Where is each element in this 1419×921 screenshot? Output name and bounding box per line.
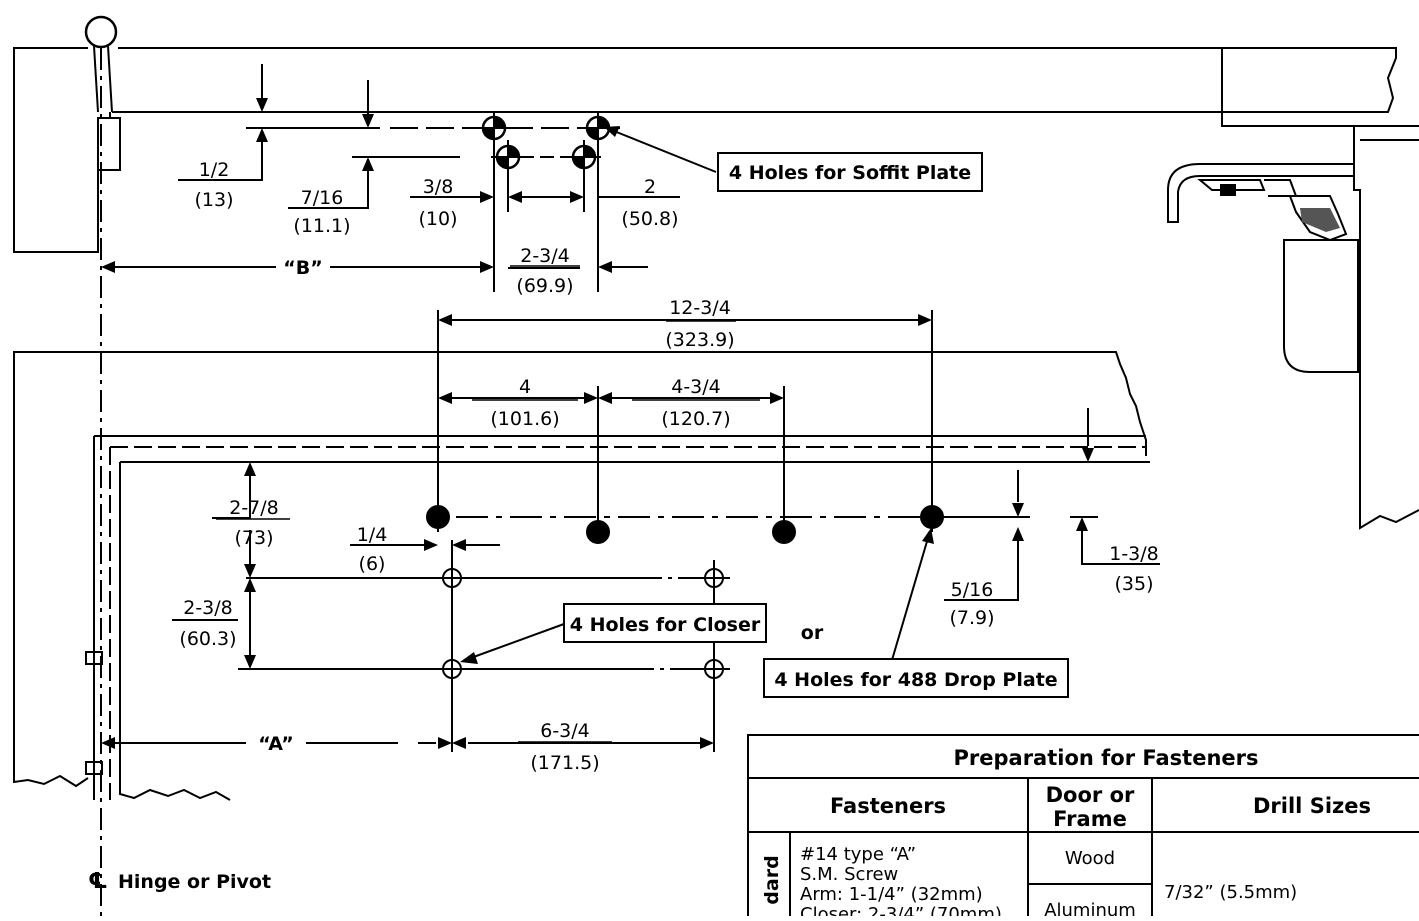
dim-1-4-top: 1/4: [357, 524, 388, 546]
cell-fastener-line4: Closer: 2-3/4” (70mm): [800, 904, 1002, 916]
header-door-frame-1: Door or: [1046, 783, 1135, 807]
dim-6-3-4-top: 6-3/4: [540, 720, 590, 742]
dim-2-3-8-top: 2-3/8: [183, 597, 233, 619]
dim-5-16: 5/16 (7.9): [949, 579, 994, 629]
soffit-frame: [13, 47, 1397, 253]
dim-12-3-4: 12-3/4 (323.9): [665, 297, 734, 351]
header-door-frame-2: Frame: [1053, 807, 1127, 831]
dim-2-7-8: 2-7/8 (73): [229, 497, 279, 549]
dim-6-3-4: 6-3/4 (171.5): [530, 720, 599, 774]
dim-4-3-4-bottom: (120.7): [661, 408, 730, 430]
dim-2-3-8-bottom: (60.3): [179, 628, 236, 650]
dim-4-3-4-top: 4-3/4: [671, 376, 721, 398]
dim-2-7-8-top: 2-7/8: [229, 497, 279, 519]
callout-closer: 4 Holes for Closer: [570, 614, 761, 636]
cell-wood: Wood: [1065, 848, 1115, 869]
closer-hole-marker: [436, 562, 730, 685]
dim-4: 4 (101.6): [490, 376, 559, 430]
hinge-label: Hinge or Pivot: [118, 871, 271, 893]
label-a: “A”: [258, 733, 294, 755]
cell-fastener-line1: #14 type “A”: [800, 844, 916, 865]
dim-12-3-4-bottom: (323.9): [665, 329, 734, 351]
callout-drop-plate: 4 Holes for 488 Drop Plate: [774, 669, 1057, 691]
drop-plate-hole-marker: [426, 505, 944, 544]
callout-soffit: 4 Holes for Soffit Plate: [729, 162, 971, 184]
dim-3-8-top: 3/8: [423, 176, 454, 198]
dim-3-8-bottom: (10): [418, 208, 457, 230]
hinge-pin-icon: [84, 15, 118, 49]
soffit-hole-marker: [477, 111, 615, 174]
dim-2-3-4-bottom: (69.9): [516, 275, 573, 297]
dim-1-4-bottom: (6): [359, 553, 386, 575]
dim-2-3-8: 2-3/8 (60.3): [179, 597, 236, 650]
dim-1-3-8: 1-3/8 (35): [1109, 543, 1159, 595]
closer-side-view: [1167, 48, 1419, 530]
header-drill-sizes: Drill Sizes: [1253, 794, 1371, 818]
dim-7-16-top: 7/16: [301, 187, 344, 209]
dim-2-bottom: (50.8): [621, 208, 678, 230]
dim-2: 2 (50.8): [621, 176, 678, 230]
callout-closer-box: [563, 603, 767, 643]
dim-5-16-bottom: (7.9): [949, 607, 994, 629]
callout-drop-plate-box: [763, 658, 1069, 698]
dim-1-4: 1/4 (6): [357, 524, 388, 575]
dim-3-8: 3/8 (10): [418, 176, 457, 230]
dim-2-3-4-top: 2-3/4: [520, 245, 570, 267]
cell-drill-size: 7/32” (5.5mm): [1164, 882, 1297, 903]
cell-aluminum: Aluminum: [1044, 900, 1136, 916]
cell-fastener-line3: Arm: 1-1/4” (32mm): [800, 884, 983, 905]
dim-4-3-4: 4-3/4 (120.7): [661, 376, 730, 430]
label-b: “B”: [283, 257, 322, 279]
dim-5-16-top: 5/16: [951, 579, 994, 601]
dim-2-3-4: 2-3/4 (69.9): [516, 245, 573, 297]
callout-soffit-box: [717, 152, 983, 192]
dim-half-top: 1/2: [199, 159, 230, 181]
dim-half-bottom: (13): [194, 189, 233, 211]
dim-7-16: 7/16 (11.1): [293, 187, 350, 237]
cell-fastener-line2: S.M. Screw: [800, 864, 898, 885]
centerline-icon: ℄: [88, 869, 108, 894]
header-fasteners: Fasteners: [830, 794, 946, 818]
dim-4-top: 4: [519, 376, 531, 398]
dim-12-3-4-top: 12-3/4: [669, 297, 731, 319]
dim-2-7-8-bottom: (73): [234, 527, 273, 549]
dim-1-3-8-bottom: (35): [1114, 573, 1153, 595]
dim-4-bottom: (101.6): [490, 408, 559, 430]
dim-7-16-bottom: (11.1): [293, 215, 350, 237]
dim-half: 1/2 (13): [194, 159, 233, 211]
dim-6-3-4-bottom: (171.5): [530, 752, 599, 774]
dim-2-top: 2: [644, 176, 656, 198]
row-side-label: dard: [761, 855, 783, 904]
dim-1-3-8-top: 1-3/8: [1109, 543, 1159, 565]
fastener-table: Preparation for Fasteners Fasteners Door…: [747, 734, 1419, 921]
or-text: or: [801, 622, 824, 644]
table-title: Preparation for Fasteners: [954, 746, 1259, 770]
